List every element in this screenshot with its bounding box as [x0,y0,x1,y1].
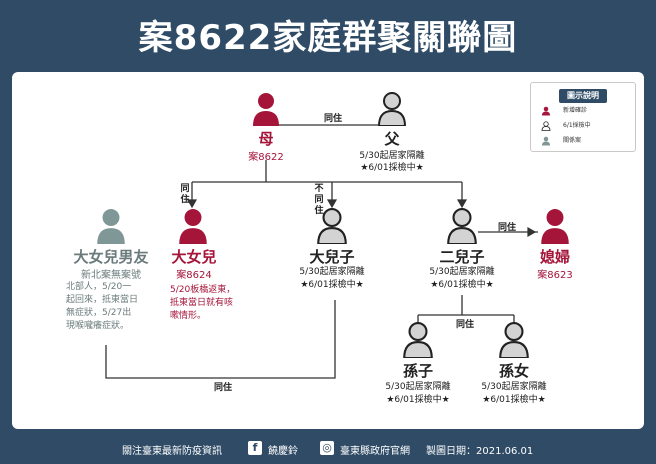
person-name-second-son: 二兒子 [439,248,485,266]
person-icon [541,209,569,244]
footer-gov-link[interactable]: 臺東縣政府官網 [340,446,410,457]
person-name-eldest-son: 大兒子 [309,248,355,266]
person-name-father: 父 [384,130,400,148]
person-icon [317,208,347,244]
status-line: 5/30起居家隔離 [359,151,425,161]
person-name-granddaughter: 孫女 [498,362,529,380]
case-note: 北部人，5/20一 起回來，抵東當日 無症狀，5/27出 現喉嚨癢症狀。 [66,281,162,333]
person-name-boyfriend: 大女兒男友 [73,248,149,266]
status-line: ★6/01採檢中★ [386,395,450,405]
page-title: 案8622家庭群聚關聯圖 [138,18,518,58]
status-line: 5/30起居家隔離 [481,382,547,392]
person-name-eldest-daughter: 大女兒 [171,248,217,266]
case-number: 案8624 [176,270,212,281]
legend-label: 新增確診 [563,107,588,114]
status-line: 5/30起居家隔離 [299,267,365,277]
legend-label: 6/1採檢中 [563,122,591,129]
person-icon [542,106,550,116]
legend-item-related: 關係案 [541,135,631,147]
footer-date: 製圖日期：2021.06.01 [426,446,534,457]
case-number: 案8623 [537,270,573,281]
note-line: 無症狀，5/27出 [66,308,132,318]
person-icon [179,209,207,244]
legend-heading: 圖示說明 [559,89,607,103]
status-line: ★6/01採檢中★ [430,280,494,290]
person-name-daughter-in-law: 媳婦 [539,248,570,266]
case-note: 5/20板橋返東， 抵東當日就有咳 嗽情形。 [170,284,266,323]
status-line: 5/30起居家隔離 [429,267,495,277]
person-icon [541,121,551,131]
note-line: 抵東當日就有咳 [170,298,234,308]
line-bottom-loop [105,300,336,379]
case-number: 案8622 [248,152,284,163]
note-line: 北部人，5/20一 [66,282,132,292]
footer: 關注臺東最新防疫資訊 f 饒慶鈴 ◎ 臺東縣政府官網 製圖日期：2021.06.… [0,436,656,460]
note-line: 5/20板橋返東， [170,285,236,295]
county-logo-icon: ◎ [320,441,334,455]
status-line: ★6/01採檢中★ [300,280,364,290]
footer-facebook-link[interactable]: 饒慶鈴 [268,446,298,457]
status-line: ★6/01採檢中★ [482,395,546,405]
person-name-grandson: 孫子 [402,362,433,380]
relation-label: 同住 [180,184,190,205]
person-icon [378,92,406,126]
status-line: ★6/01採檢中★ [360,163,424,173]
legend: 圖示說明 新增確診 6/1採檢中 關係案 [530,82,636,152]
legend-item-confirmed: 新增確診 [541,105,631,117]
relation-label: 同住 [497,223,516,233]
case-number: 新北案無案號 [81,270,141,281]
footer-follow-text: 關注臺東最新防疫資訊 [122,446,222,457]
relation-label: 同住 [213,383,232,393]
person-icon [447,208,477,244]
status-line: 5/30起居家隔離 [385,382,451,392]
note-line: 現喉嚨癢症狀。 [66,321,130,331]
person-name-mother: 母 [258,130,274,148]
note-line: 起回來，抵東當日 [66,295,139,305]
person-icon [253,93,279,126]
relation-label: 同住 [455,320,474,330]
facebook-icon: f [248,441,262,455]
person-icon [499,322,529,358]
person-icon [542,136,550,146]
note-line: 嗽情形。 [170,311,207,321]
legend-label: 關係案 [563,137,582,144]
person-icon [403,322,433,358]
person-icon [97,209,125,244]
relation-label: 不同住 [314,184,324,216]
legend-item-testing: 6/1採檢中 [541,120,631,132]
relation-label: 同住 [323,114,342,124]
